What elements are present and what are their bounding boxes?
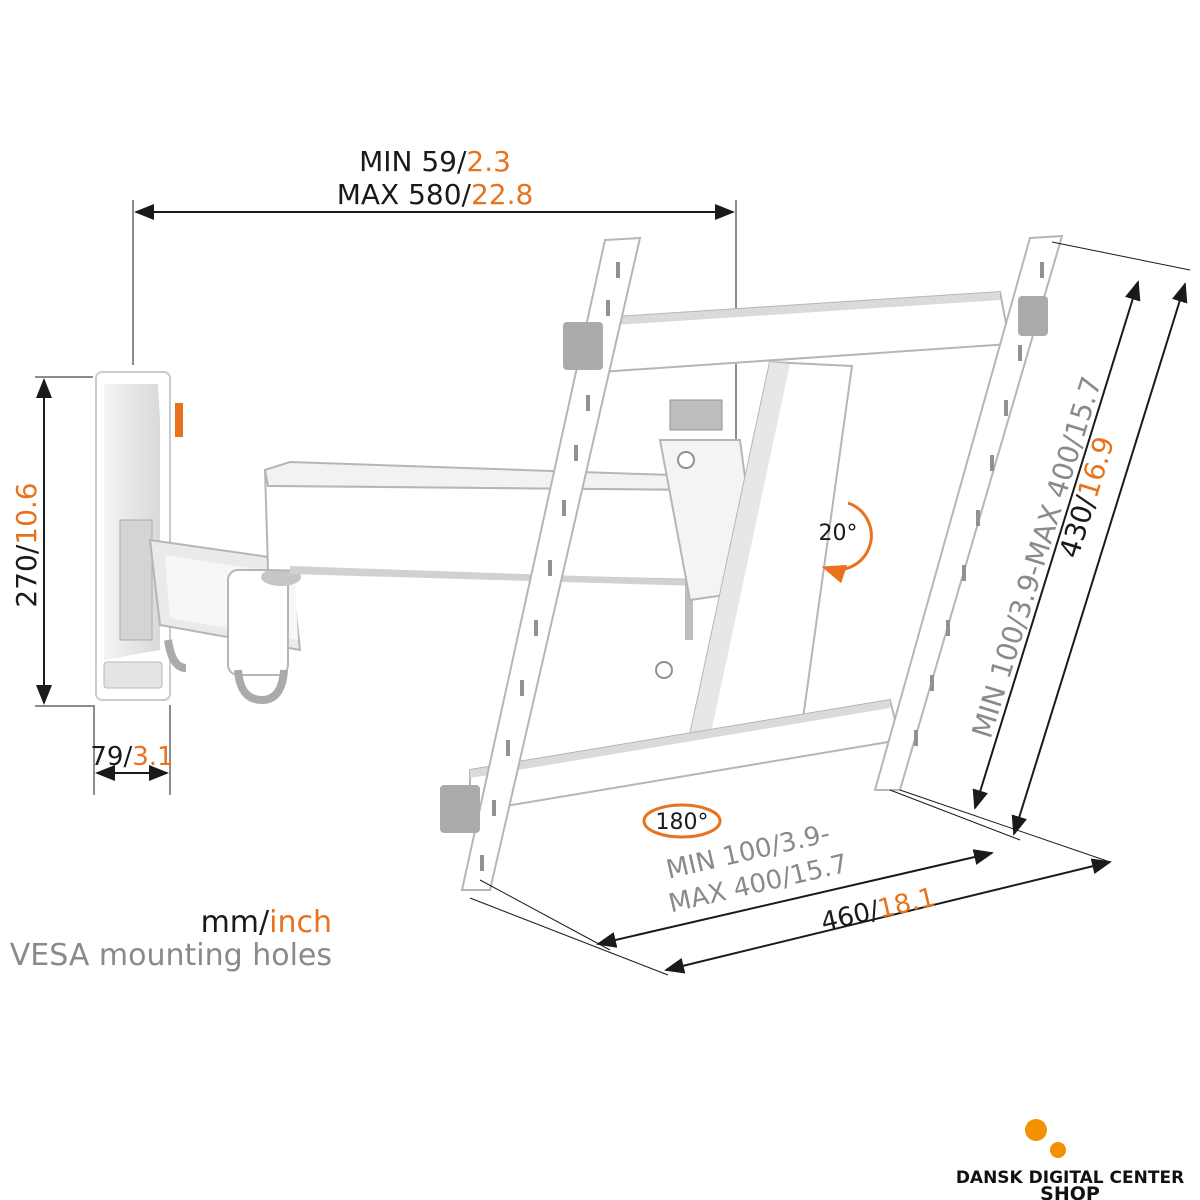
svg-text:MAX 580/22.8: MAX 580/22.8	[337, 178, 534, 211]
wall-plate-height-dimension: 270/10.6	[10, 376, 93, 707]
vesa-v-min-mm: MIN 100/	[966, 612, 1035, 742]
plate-h-mm: 270/	[10, 544, 43, 607]
ext-min-in: 2.3	[466, 145, 511, 178]
svg-text:270/10.6: 270/10.6	[10, 482, 43, 607]
legend-unit-mm: mm/	[200, 905, 270, 940]
svg-text:460/18.1: 460/18.1	[818, 883, 938, 938]
ext-max-in: 22.8	[471, 178, 533, 211]
vesa-horizontal-dimension: MIN 100/3.9- MAX 400/15.7	[469, 789, 1111, 976]
ext-min-mm: MIN 59/	[359, 145, 467, 178]
arm-main-segment	[263, 460, 701, 640]
bracket-w-in: 18.1	[875, 883, 938, 925]
rail-clip-top	[563, 322, 603, 370]
arm-extension-dimension: MIN 59/2.3 MAX 580/22.8	[132, 145, 737, 440]
logo-line2: SHOP	[1040, 1183, 1100, 1200]
plate-w-in: 3.1	[132, 742, 173, 772]
crossbar-top	[599, 290, 1012, 374]
rotation-indicator: 180°	[642, 803, 722, 839]
wall-plate	[95, 371, 183, 701]
shop-logo: DANSK DIGITAL CENTER SHOP	[956, 1119, 1184, 1200]
svg-text:MIN 59/2.3: MIN 59/2.3	[359, 145, 511, 178]
legend-unit-inch: inch	[269, 905, 332, 940]
vesa-v-max-in: 15.7	[1058, 373, 1108, 442]
arm-rear-segment	[148, 538, 302, 705]
bracket-w-mm: 460/	[818, 895, 882, 937]
svg-text:79/3.1: 79/3.1	[90, 742, 173, 772]
logo-line1: DANSK DIGITAL CENTER	[956, 1168, 1184, 1188]
bracket-height-dimension: 430/16.9	[1011, 282, 1188, 836]
logo-dot-small	[1050, 1142, 1066, 1158]
rotation-label: 180°	[656, 810, 709, 835]
orange-lock-tab	[175, 403, 183, 437]
tilt-label: 20°	[819, 521, 858, 546]
plate-h-in: 10.6	[10, 482, 43, 544]
rail-clip-bottom	[440, 785, 480, 833]
units-legend: mm/inch	[201, 905, 332, 941]
tilt-indicator: 20°	[819, 501, 873, 584]
wall-plate-width-dimension: 79/3.1	[90, 705, 174, 795]
vesa-rail-left	[440, 236, 642, 891]
plate-w-mm: 79/	[90, 742, 132, 772]
svg-text:430/16.9: 430/16.9	[1053, 432, 1122, 561]
crossbar-bottom	[469, 698, 902, 814]
vesa-note: VESA mounting holes	[9, 938, 332, 973]
ext-max-mm: MAX 580/	[337, 178, 472, 211]
logo-dot-large	[1025, 1119, 1047, 1141]
